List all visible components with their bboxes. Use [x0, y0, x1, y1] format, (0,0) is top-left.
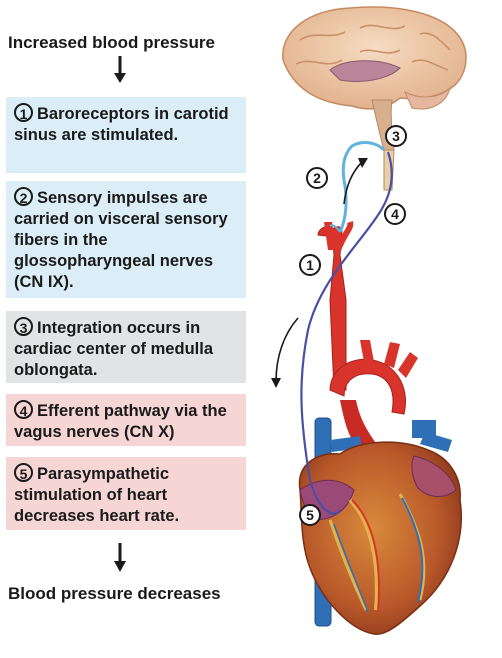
step-4-text: Efferent pathway via the vagus nerves (C… [14, 402, 227, 441]
marker-5: 5 [299, 504, 321, 526]
marker-2: 2 [306, 167, 328, 189]
marker-4: 4 [384, 203, 406, 225]
step-1-text: Baroreceptors in carotid sinus are stimu… [14, 105, 229, 144]
vagus-nerve [300, 151, 393, 515]
down-arrow-icon [114, 543, 126, 572]
step-3-number: 3 [14, 317, 33, 336]
anatomy-illustration: 3 2 4 1 5 [271, 6, 467, 635]
start-label: Increased blood pressure [8, 33, 215, 52]
svg-text:5: 5 [306, 507, 314, 523]
down-arrow-icon [114, 56, 126, 83]
sensory-nerve [338, 141, 386, 233]
step-1-number: 1 [14, 103, 33, 122]
step-4-number: 4 [14, 400, 33, 419]
marker-3: 3 [385, 125, 407, 147]
svg-text:3: 3 [392, 128, 400, 144]
svg-text:4: 4 [391, 206, 399, 222]
descending-arrow-icon [275, 317, 299, 383]
step-2-number: 2 [14, 187, 33, 206]
step-5-number: 5 [14, 463, 33, 482]
end-label: Blood pressure decreases [8, 584, 221, 603]
step-2-text: Sensory impulses are carried on visceral… [14, 189, 228, 291]
arteries [317, 221, 418, 448]
step-3-text: Integration occurs in cardiac center of … [14, 319, 213, 379]
svg-text:2: 2 [313, 170, 321, 186]
step-5-text: Parasympathetic stimulation of heart dec… [14, 465, 180, 525]
brain [282, 6, 467, 191]
marker-1: 1 [299, 254, 321, 276]
ascending-arrow-icon [343, 161, 363, 205]
svg-text:1: 1 [306, 257, 314, 273]
